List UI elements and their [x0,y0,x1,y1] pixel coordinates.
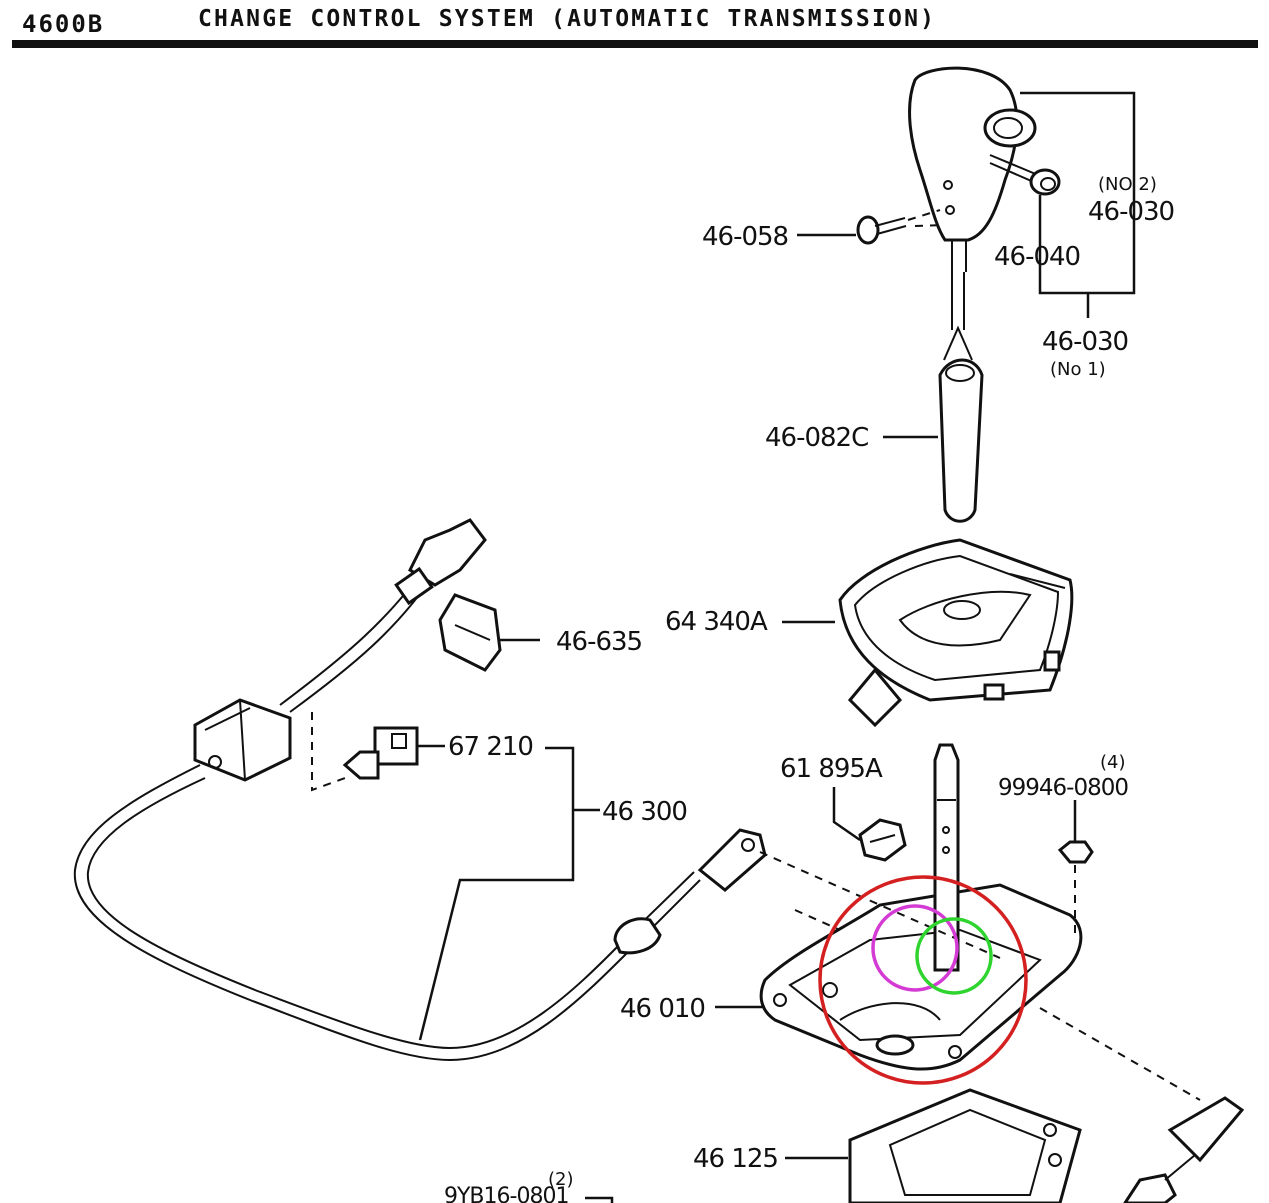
label-67-210: 67 210 [448,732,533,762]
cable-bracket [418,746,600,1041]
label-no1: (No 1) [1050,359,1106,380]
knob-rod [943,272,973,361]
label-46-300: 46 300 [602,797,687,827]
cable-top-end [394,518,487,606]
nut-99946 [1057,840,1094,935]
label-46-030-top: 46-030 [1088,197,1174,227]
knob-assembly-bracket [1020,91,1136,318]
diagram-header: 4600B CHANGE CONTROL SYSTEM (AUTOMATIC T… [0,0,1269,60]
dashed-guide-3 [1039,1007,1201,1101]
shift-knob [908,66,1037,272]
label-qty-2: (2) [548,1169,574,1190]
knob-button [989,154,1061,196]
label-61-895a: 61 895A [780,754,883,784]
label-64-340a: 64 340A [665,607,768,637]
cable-bushing [311,712,419,792]
label-99946-0800: 99946-0800 [998,775,1128,801]
bolt-61895a [858,818,907,862]
knob-screw [856,209,946,245]
label-46-635: 46-635 [556,627,642,657]
label-46-010: 46 010 [620,994,705,1024]
label-46-082c: 46-082C [765,423,868,453]
header-rule [12,40,1258,48]
label-46-058: 46-058 [702,222,788,252]
shifter-base [759,883,1083,1071]
diagram-title: CHANGE CONTROL SYSTEM (AUTOMATIC TRANSMI… [198,6,937,32]
section-code: 4600B [22,10,105,38]
label-46-125: 46 125 [693,1144,778,1174]
lever-sleeve [938,358,984,523]
green-highlight-circle [915,917,993,995]
cable-lower-end [613,828,767,955]
bottom-plate [848,1088,1082,1203]
red-highlight-circle [818,875,1028,1085]
cable-clamp [193,698,292,782]
right-cable-end [1123,1096,1245,1203]
indicator-panel [838,538,1074,728]
magenta-highlight-circle [871,904,959,992]
label-no2: (NO 2) [1098,174,1157,195]
label-46-030-bottom: 46-030 [1042,327,1128,357]
label-46-040: 46-040 [994,242,1080,272]
label-9yb16-0801: 9YB16-0801 [444,1184,568,1203]
cable-clip [438,593,502,672]
label-qty-4: (4) [1100,752,1126,773]
